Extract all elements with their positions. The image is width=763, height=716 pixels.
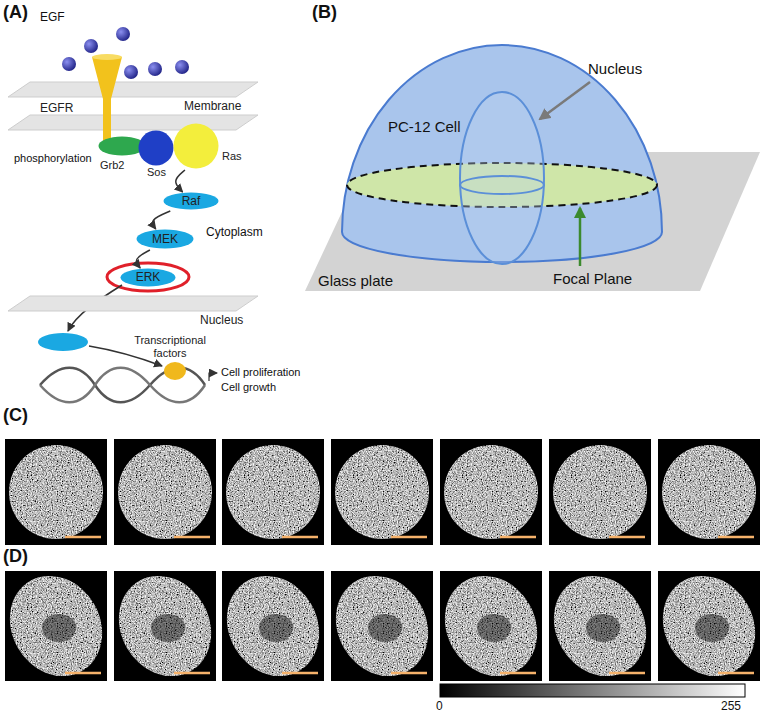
micrograph bbox=[5, 439, 107, 545]
egf-ball bbox=[124, 65, 138, 79]
node-shape bbox=[137, 230, 194, 249]
micrograph bbox=[658, 571, 760, 681]
node-outline bbox=[92, 55, 122, 145]
node-shape bbox=[164, 193, 219, 210]
annotation-label: phosphorylation bbox=[14, 152, 92, 165]
membrane-plane bbox=[8, 115, 258, 130]
receptor-rim bbox=[92, 54, 122, 60]
egf-ball bbox=[175, 60, 189, 74]
micrograph bbox=[549, 439, 651, 545]
micrograph bbox=[440, 439, 542, 545]
receptor-shape: EGFR bbox=[92, 55, 122, 145]
micrograph bbox=[114, 439, 216, 545]
outcome-arrow bbox=[209, 373, 217, 381]
node-outline bbox=[173, 123, 219, 169]
binding-arrow bbox=[89, 346, 162, 366]
egf-ball bbox=[62, 57, 76, 71]
signal-arrow bbox=[176, 170, 185, 192]
panel-label: (D) bbox=[3, 546, 28, 568]
panel-label: (B) bbox=[312, 2, 337, 24]
node-text: MEK bbox=[152, 232, 178, 246]
signal-arrow bbox=[136, 250, 149, 268]
micrograph bbox=[222, 571, 324, 681]
nucleus-band: Nucleus bbox=[8, 296, 258, 330]
membrane-plane bbox=[8, 82, 258, 97]
nuclear-erk-ellipse bbox=[38, 333, 88, 351]
node-outline bbox=[138, 130, 174, 166]
part-label: Nucleus bbox=[588, 60, 642, 78]
nucleus-shape bbox=[460, 92, 544, 264]
node-text: Ras bbox=[222, 150, 242, 163]
panel-label: (A) bbox=[3, 2, 28, 24]
micrograph bbox=[658, 439, 760, 545]
node-text: Raf bbox=[182, 194, 201, 208]
egf-ball bbox=[116, 27, 130, 41]
node-text: Sos bbox=[147, 166, 166, 179]
nucleus-section bbox=[460, 176, 544, 194]
egf-ligands bbox=[62, 27, 189, 79]
micrograph-row bbox=[5, 571, 760, 681]
scale-value: 255 bbox=[721, 699, 741, 713]
kinase-ellipse: MEK bbox=[136, 229, 194, 249]
panel-label: (C) bbox=[3, 405, 28, 427]
part-label: Focal Plane bbox=[553, 270, 632, 288]
node-text: EGFR bbox=[40, 101, 73, 115]
egf-ball bbox=[84, 39, 98, 53]
node-shape bbox=[99, 137, 146, 156]
node-text: Nucleus bbox=[200, 313, 243, 327]
outcome-label: Cell growth bbox=[221, 381, 276, 394]
node-shape bbox=[139, 131, 174, 166]
node-text: Membrane bbox=[184, 99, 241, 113]
compartment-label: Cytoplasm bbox=[206, 225, 263, 239]
micrograph bbox=[331, 571, 433, 681]
ligand-label: EGF bbox=[40, 10, 65, 24]
leader-arrow bbox=[579, 208, 582, 266]
protein-circle: Ras bbox=[173, 123, 219, 169]
micrograph bbox=[5, 571, 107, 681]
micrograph bbox=[440, 571, 542, 681]
kinase-ellipse: Raf bbox=[163, 192, 219, 210]
protein-circle: Sos bbox=[138, 130, 174, 166]
micrograph bbox=[222, 439, 324, 545]
kinase-ellipse: ERK bbox=[120, 268, 176, 287]
outcome-label: Cell proliferation bbox=[221, 366, 300, 379]
colorbar bbox=[440, 684, 745, 697]
leader-arrow bbox=[540, 82, 590, 119]
part-label: Glass plate bbox=[318, 272, 393, 290]
part-label: PC-12 Cell bbox=[388, 118, 461, 136]
micrograph-row bbox=[5, 439, 760, 545]
micrograph bbox=[114, 571, 216, 681]
node-shape bbox=[121, 269, 176, 287]
node-text: ERK bbox=[136, 270, 161, 284]
nucleus-plane bbox=[8, 296, 258, 311]
micrograph bbox=[549, 571, 651, 681]
receptor-body bbox=[92, 57, 122, 143]
signal-arrow bbox=[153, 211, 171, 229]
node-text: Grb2 bbox=[100, 159, 124, 172]
micrograph bbox=[331, 439, 433, 545]
factor-blob bbox=[164, 362, 186, 380]
node-shape bbox=[174, 124, 219, 169]
node-text: Transcriptional factors bbox=[128, 334, 212, 360]
scale-value: 0 bbox=[436, 699, 443, 713]
egf-ball bbox=[148, 62, 162, 76]
transcription-factor: Transcriptional factors bbox=[128, 334, 212, 380]
